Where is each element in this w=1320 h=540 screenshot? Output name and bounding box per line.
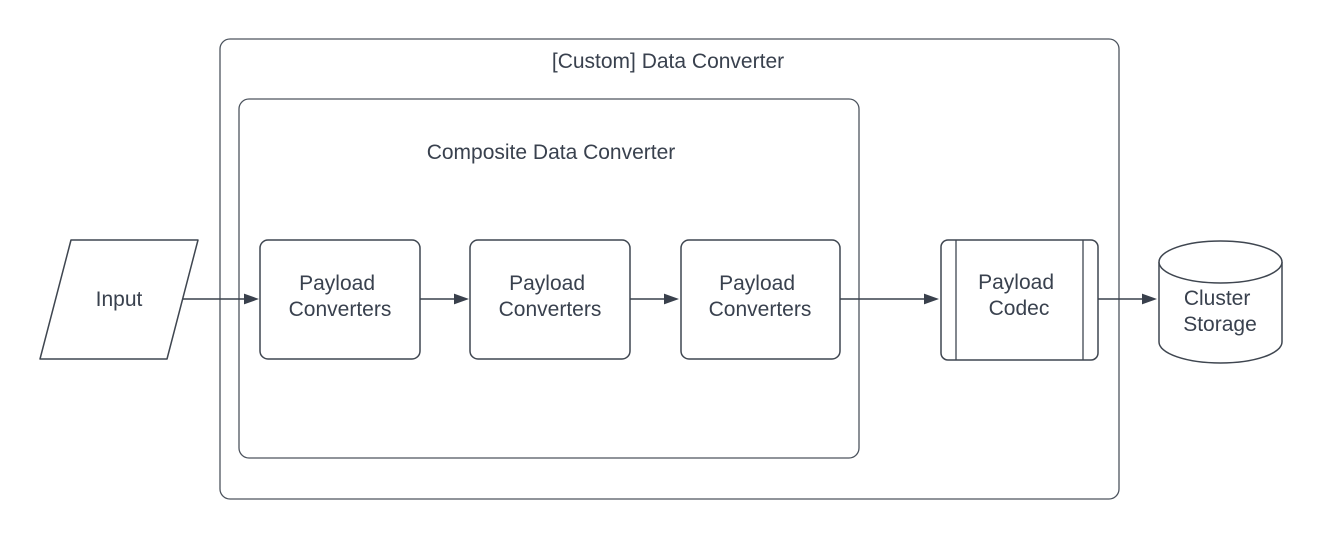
node-payload-codec: Payload Codec bbox=[940, 239, 1099, 361]
arrowhead-icon bbox=[664, 293, 679, 305]
node-payload-converters-3: Payload Converters bbox=[680, 239, 841, 360]
arrowhead-icon bbox=[924, 293, 939, 305]
arrowhead-icon bbox=[244, 293, 259, 305]
arrowhead-icon bbox=[454, 293, 469, 305]
inner-container-title: Composite Data Converter bbox=[427, 141, 676, 164]
payload-codec-rect bbox=[940, 239, 1099, 361]
edge-codec-to-storage bbox=[1098, 293, 1157, 305]
payload-converters-3-label: Payload Converters bbox=[709, 272, 812, 321]
edge-input-to-converter1 bbox=[183, 293, 259, 305]
edge-converter1-to-converter2 bbox=[420, 293, 469, 305]
payload-converters-1-label: Payload Converters bbox=[289, 272, 392, 321]
node-payload-converters-2: Payload Converters bbox=[469, 239, 631, 360]
cluster-storage-cylinder-top-ellipse bbox=[1158, 261, 1283, 284]
payload-converters-2-label: Payload Converters bbox=[499, 272, 602, 321]
outer-container-title: [Custom] Data Converter bbox=[552, 50, 784, 73]
node-cluster-storage: Cluster Storage bbox=[1158, 240, 1283, 364]
edge-converter3-to-codec bbox=[840, 293, 939, 305]
node-input: Input bbox=[39, 239, 199, 360]
input-label: Input bbox=[96, 288, 143, 311]
node-payload-converters-1: Payload Converters bbox=[259, 239, 421, 360]
payload-codec-label: Payload Codec bbox=[978, 271, 1060, 320]
cluster-storage-label: Cluster Storage bbox=[1183, 287, 1257, 336]
arrowhead-icon bbox=[1142, 293, 1157, 305]
edge-converter2-to-converter3 bbox=[630, 293, 679, 305]
input-parallelogram-shape bbox=[39, 239, 199, 360]
